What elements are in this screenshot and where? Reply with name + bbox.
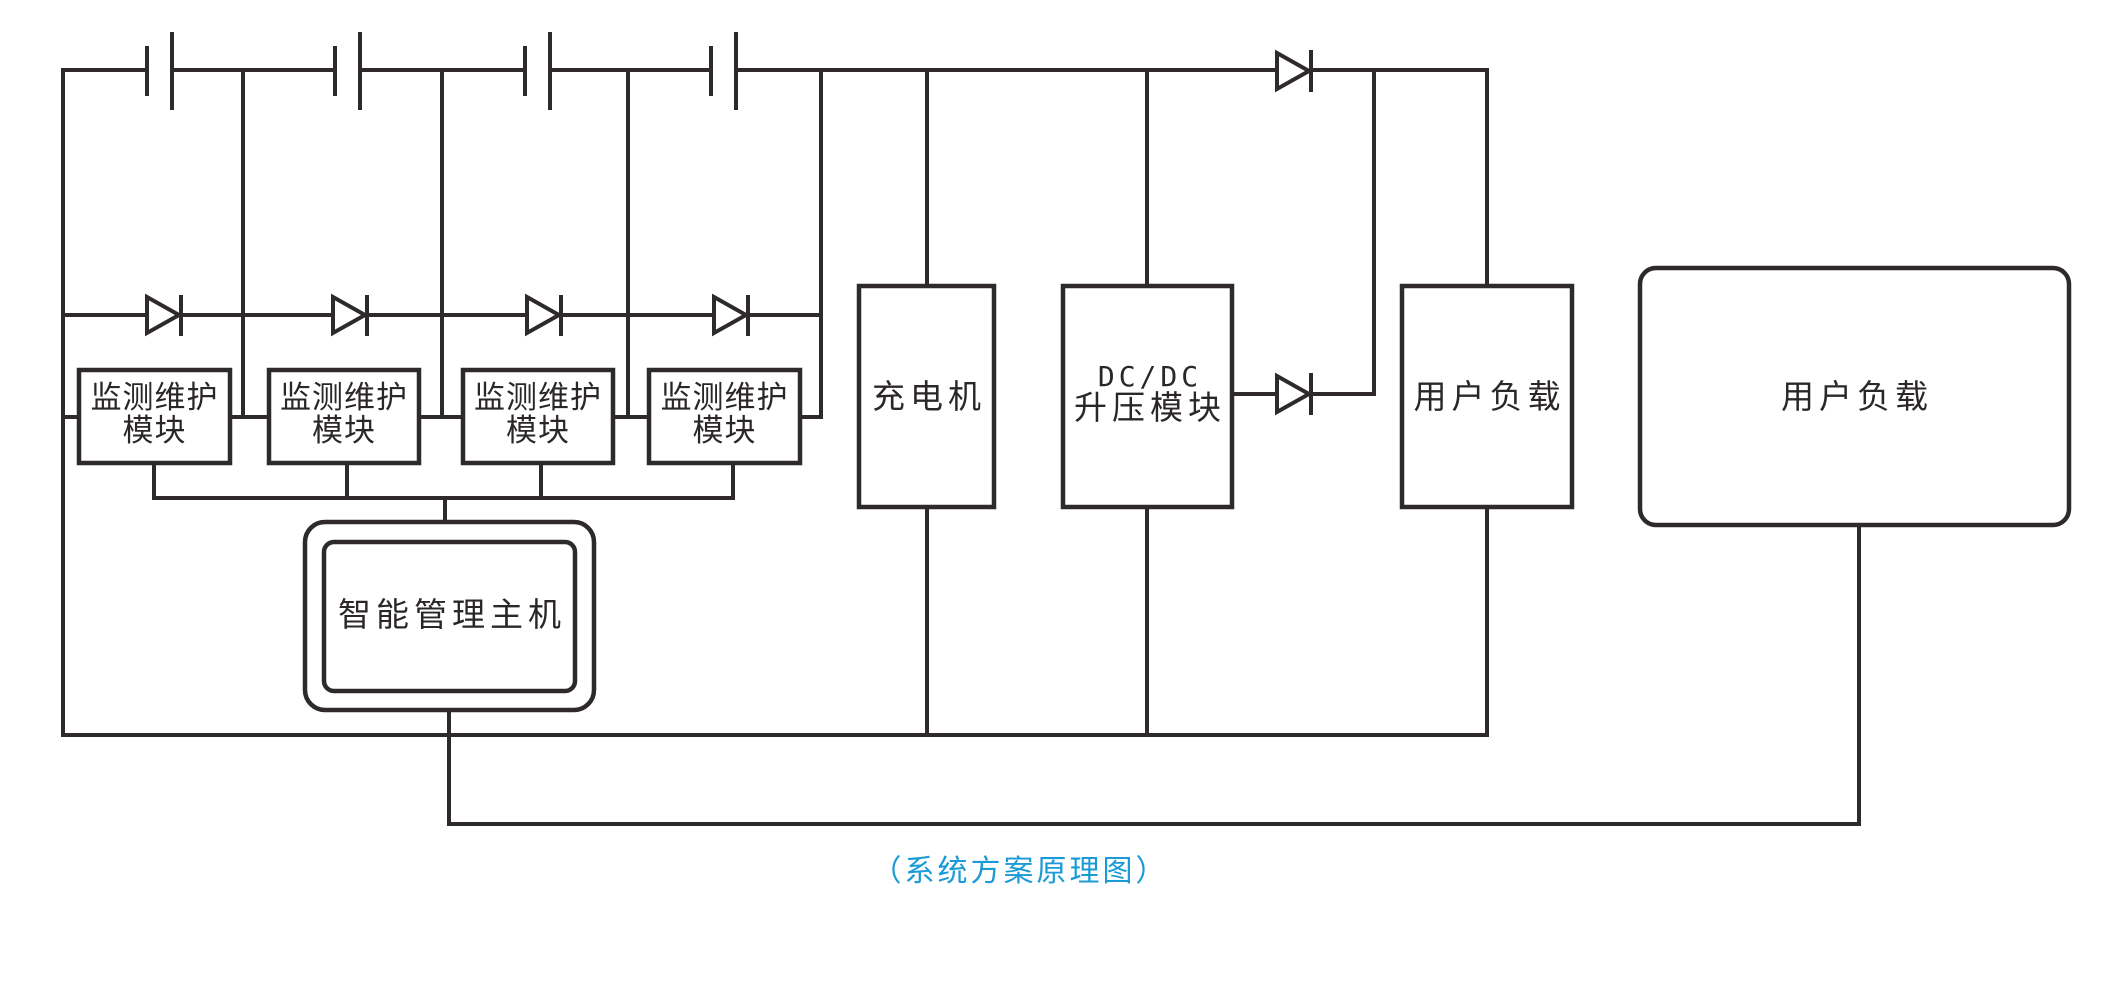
monitor-module-3-box — [460, 367, 616, 466]
bypass-diode-1-icon — [145, 293, 184, 337]
bypass-diode-2-icon — [331, 293, 370, 337]
host-inner-frame — [321, 539, 578, 694]
monitor-module-2-label: 监测维护 模块 — [280, 380, 408, 449]
module-comm-bus — [152, 461, 735, 524]
battery-cell-3 — [523, 32, 552, 110]
dcdc-label: DC/DC 升压模块 — [1074, 360, 1226, 428]
charger-box — [856, 283, 997, 510]
bypass-diode-4-icon — [712, 293, 751, 337]
battery-cell-1 — [145, 32, 174, 110]
user-load-2-label: 用户负载 — [1781, 377, 1933, 416]
monitor-module-2-box — [266, 367, 422, 466]
monitor-module-3-label: 监测维护 模块 — [474, 380, 602, 449]
dcdc-box — [1060, 283, 1235, 510]
battery-cell-4 — [709, 32, 738, 110]
battery-cell-2 — [333, 32, 362, 110]
charger-label: 充电机 — [872, 377, 986, 416]
diagram-caption: （系统方案原理图） — [871, 854, 1169, 889]
bypass-diode-3-icon — [525, 293, 564, 337]
output-diode-bottom-icon — [1275, 372, 1314, 416]
monitor-module-1-label: 监测维护 模块 — [90, 380, 219, 449]
user-load-2-box — [1637, 265, 2072, 528]
monitor-module-4-box — [646, 367, 803, 466]
monitor-module-4-label: 监测维护 模块 — [660, 380, 789, 449]
user-load-1-box — [1399, 283, 1575, 510]
user-load-1-label: 用户负载 — [1413, 377, 1566, 416]
output-diode-top-icon — [1275, 49, 1314, 93]
host-label: 智能管理主机 — [338, 595, 566, 634]
